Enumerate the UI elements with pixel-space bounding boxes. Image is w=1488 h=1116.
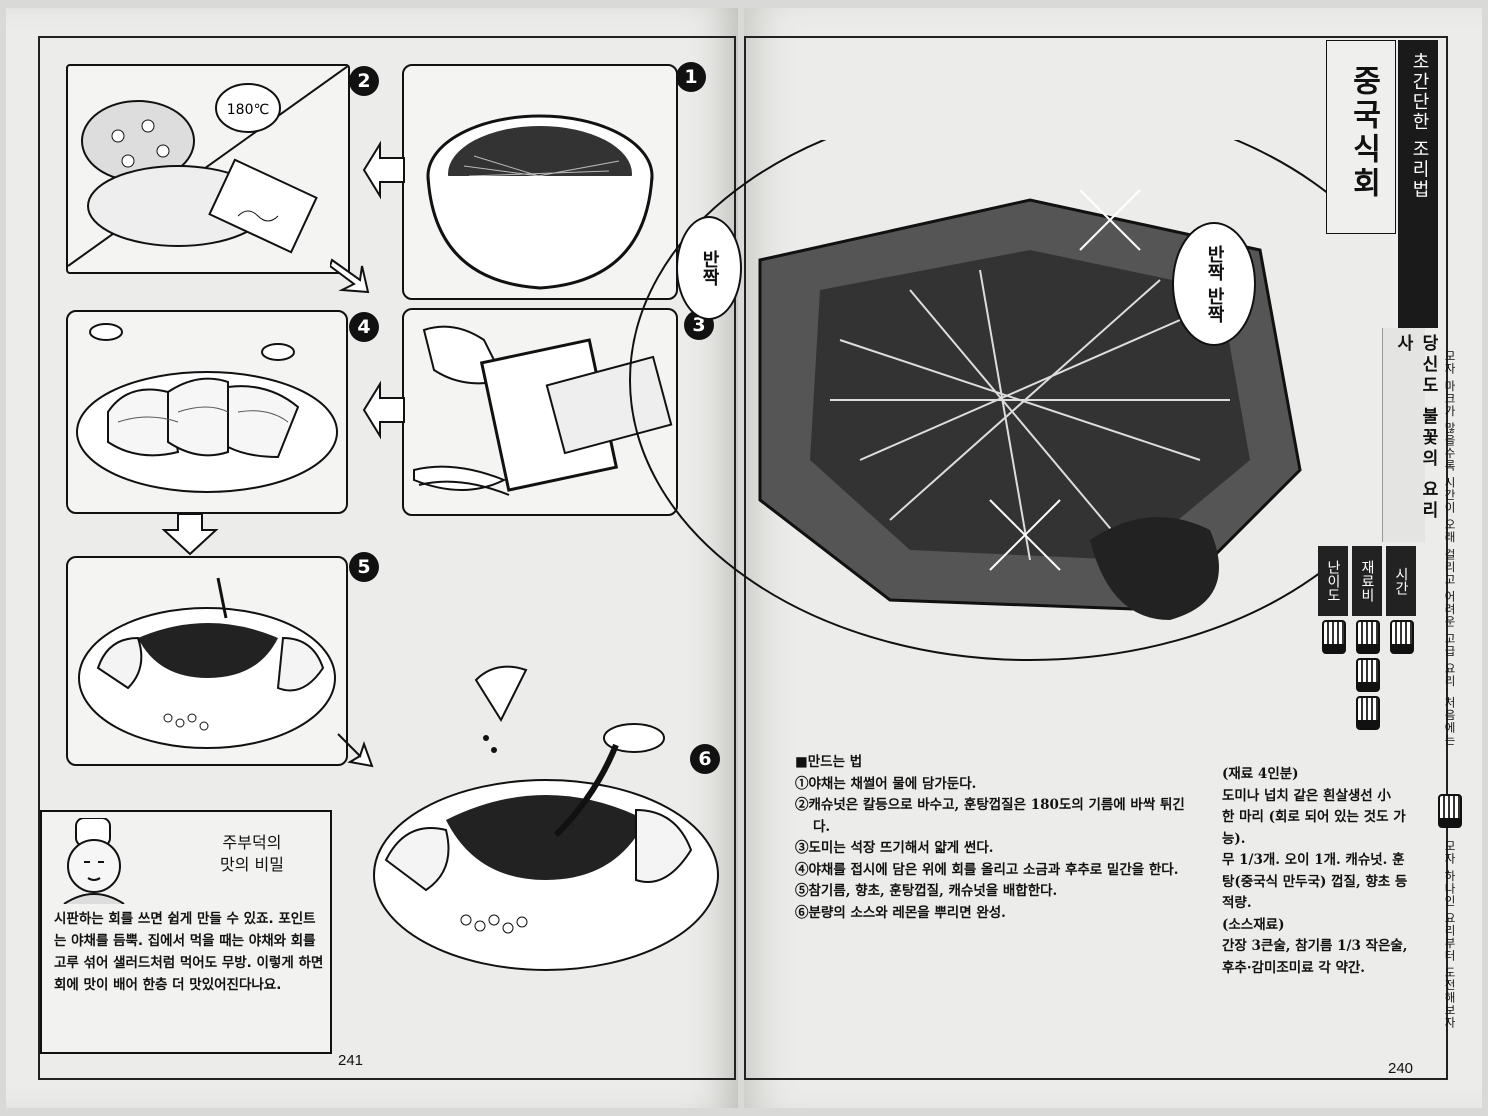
side-note-top: 모자 마크가 많을수록 시간이 오래 걸리고 어려운 고급 요리. 처음에는	[1443, 350, 1457, 747]
garnishing-illustration	[78, 577, 336, 749]
slicing-fish-illustration	[413, 325, 673, 496]
method-step: ④야채를 접시에 담은 위에 회를 올리고 소금과 후추로 밑간을 한다.	[795, 861, 1179, 878]
step-6-number: 6	[690, 744, 720, 774]
method-step: ②캐슈넛은 칼등으로 바수고, 훈탕껍질은 180도의 기름에 바싹 튀긴다.	[795, 797, 1185, 835]
step-5-number: 5	[349, 552, 379, 582]
seasoning-illustration	[76, 323, 338, 493]
step-4-panel	[66, 310, 348, 514]
frying-illustration: 180℃	[68, 66, 348, 267]
dish-title: 중국식회	[1346, 65, 1381, 201]
ingredients-heading: (재료 4인분)	[1222, 766, 1299, 782]
step-6-illustration	[373, 665, 719, 971]
chef-hat-icon	[1356, 620, 1380, 654]
chef-hat-icon	[1390, 620, 1414, 654]
rating-label-difficulty: 난이도	[1318, 546, 1348, 616]
ingredients-line: 무 1/3개. 오이 1개. 캐슈넛. 훈탕(중국식 만두국) 껍질, 향초 등…	[1222, 852, 1408, 911]
sfx-right: 반짝 반짝	[1204, 244, 1225, 324]
chef-hat-icon	[1356, 658, 1380, 692]
rating-panel: 난이도 재료비 시간	[1316, 546, 1418, 732]
series-label: 초간단한 조리법	[1409, 52, 1430, 200]
dish-illustration	[629, 140, 1340, 661]
strainer-bowl-illustration	[426, 114, 654, 290]
rating-label-cost: 재료비	[1352, 546, 1382, 616]
method-step: ⑥분량의 소스와 레몬을 뿌리면 완성.	[795, 904, 1006, 921]
sfx-left: 반짝	[699, 250, 720, 286]
method-heading: ■만드는 법	[795, 754, 863, 770]
arrow-down	[161, 513, 219, 556]
sfx-bubble-left: 반짝	[676, 216, 742, 320]
subtitle: 당신도 불꽃의 요리사	[1393, 334, 1438, 522]
left-page-frame	[38, 36, 736, 1080]
title-box: 중국식회	[1326, 40, 1396, 234]
ingredients-section: (재료 4인분) 도미나 넙치 같은 흰살생선 小 한 마리 (회로 되어 있는…	[1222, 764, 1408, 979]
step-2-panel: 180℃	[66, 64, 350, 274]
chef-hat-icon	[1322, 620, 1346, 654]
left-page-number: 241	[338, 1052, 364, 1069]
step-2-number: 2	[349, 66, 379, 96]
arrow-diagonal-2	[337, 733, 374, 768]
right-page-number: 240	[1388, 1060, 1414, 1077]
ingredients-line: 도미나 넙치 같은 흰살생선 小 한 마리 (회로 되어 있는 것도 가능).	[1222, 787, 1406, 847]
temperature-label: 180℃	[227, 102, 269, 118]
step-1-panel	[402, 64, 678, 300]
rating-label-time: 시간	[1386, 546, 1416, 616]
step-1-number: 1	[676, 62, 706, 92]
method-step: ⑤참기름, 향초, 훈탕껍질, 캐슈넛을 배합한다.	[795, 883, 1058, 899]
arrow-left-1	[362, 140, 405, 200]
chef-hat-icon	[1356, 696, 1380, 730]
right-page-frame	[744, 36, 1448, 1080]
method-step: ①야채는 채썰어 물에 담가둔다.	[795, 775, 977, 792]
method-step: ③도미는 석장 뜨기해서 얇게 썬다.	[795, 840, 994, 856]
arrow-left-2	[362, 380, 405, 440]
subtitle-box: 당신도 불꽃의 요리사	[1382, 328, 1438, 542]
side-note-bottom: 모자 하나인 요리부터 도전해보자.	[1443, 840, 1457, 1034]
method-section: ■만드는 법 ①야채는 채썰어 물에 담가둔다. ②캐슈넛은 칼등으로 바수고,…	[795, 752, 1185, 924]
ingredients-line: (소스재료)	[1222, 916, 1285, 933]
ingredients-line: 간장 3큰술, 참기름 1/3 작은술, 후추·감미조미료 각 약간.	[1222, 938, 1408, 976]
arrow-diagonal	[330, 258, 370, 294]
tip-body: 시판하는 회를 쓰면 쉽게 만들 수 있죠. 포인트는 야채를 듬뿍. 집에서 …	[54, 911, 324, 993]
step-5-panel	[66, 556, 348, 766]
series-label-bar: 초간단한 조리법	[1398, 40, 1438, 328]
chef-avatar	[63, 818, 125, 904]
step-4-number: 4	[349, 312, 379, 342]
chef-hat-icon	[1438, 794, 1462, 828]
tip-title: 주부덕의 맛의 비밀	[220, 833, 284, 874]
sfx-bubble-right: 반짝 반짝	[1172, 222, 1256, 346]
tip-box: 주부덕의 맛의 비밀 시판하는 회를 쓰면 쉽게 만들 수 있죠. 포인트는 야…	[40, 810, 332, 1054]
